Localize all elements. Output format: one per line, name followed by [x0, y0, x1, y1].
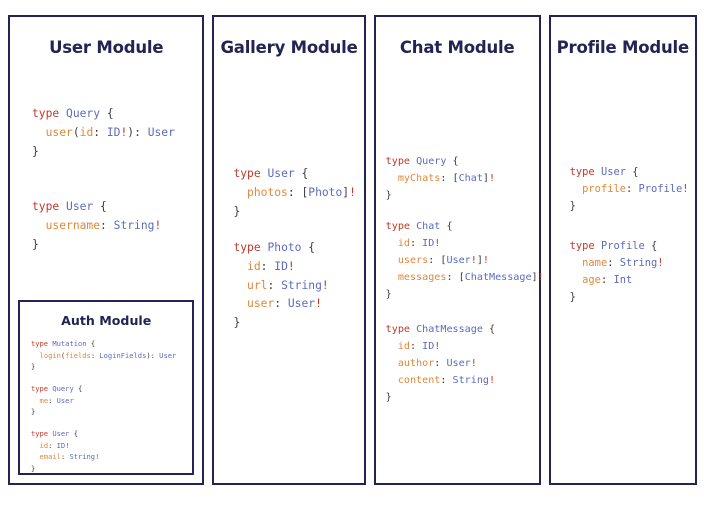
code-block-auth-user: type User { id: ID! email: String! }: [31, 429, 100, 474]
code-block-auth-mutation: type Mutation { login(fields: LoginField…: [31, 338, 177, 372]
module-panel-user[interactable]: User Module type Query { user(id: ID!): …: [8, 15, 205, 485]
module-title-auth: Auth Module: [61, 312, 152, 328]
code-block-user-query: type Query { user(id: ID!): User }: [32, 107, 175, 158]
module-code-area-profile: type User { profile: Profile! } type Pro…: [551, 58, 695, 483]
module-columns: User Module type Query { user(id: ID!): …: [8, 15, 697, 485]
code-block-gallery-photo: type Photo { id: ID! url: String! user: …: [233, 241, 329, 329]
module-panel-chat[interactable]: Chat Module type Query { myChats: [Chat]…: [373, 15, 544, 485]
code-block-user-type: type User { username: String! }: [32, 200, 162, 251]
module-title-profile: Profile Module: [556, 38, 690, 57]
module-panel-auth[interactable]: Auth Module type Mutation { login(fields…: [18, 299, 195, 475]
module-title-chat: Chat Module: [399, 38, 515, 57]
code-block-gallery-user: type User { photos: [Photo]! }: [233, 167, 356, 218]
code-block-chat-chat: type Chat { id: ID! users: [User!]! mess…: [385, 220, 544, 300]
code-block-profile-profile: type Profile { name: String! age: Int }: [569, 240, 664, 304]
module-panel-gallery[interactable]: Gallery Module type User { photos: [Phot…: [212, 15, 366, 485]
module-code-area-chat: type Query { myChats: [Chat]! } type Cha…: [376, 58, 544, 483]
code-block-profile-user: type User { profile: Profile! }: [569, 166, 689, 213]
module-title-gallery: Gallery Module: [220, 38, 358, 57]
module-code-area-user: type Query { user(id: ID!): User } type …: [10, 58, 202, 483]
module-panel-profile[interactable]: Profile Module type User { profile: Prof…: [548, 15, 697, 485]
module-code-area-gallery: type User { photos: [Photo]! } type Phot…: [214, 58, 363, 483]
code-block-auth-query: type Query { me: User }: [31, 383, 83, 417]
code-block-chat-chatmessage: type ChatMessage { id: ID! author: User!…: [385, 323, 496, 403]
code-block-chat-query: type Query { myChats: [Chat]! }: [385, 155, 496, 201]
module-title-user: User Module: [49, 38, 164, 57]
